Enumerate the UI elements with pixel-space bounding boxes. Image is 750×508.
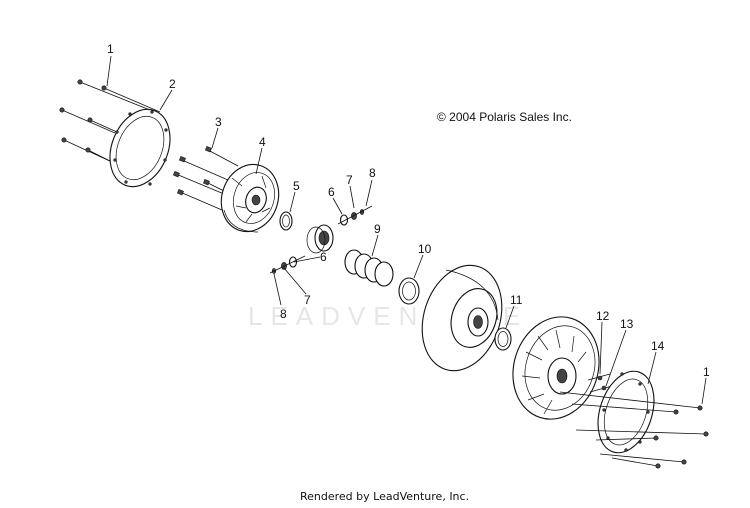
sheave-housing-part-4 [220, 163, 280, 233]
oring-part-5 [279, 211, 293, 231]
callout-1-top: 1 [107, 42, 114, 56]
screws-part-12-13 [587, 373, 613, 393]
fixed-sheave-disc [421, 264, 503, 372]
callout-2: 2 [169, 77, 176, 91]
callout-14: 14 [651, 339, 665, 353]
callout-11: 11 [510, 293, 523, 307]
spring-part-9 [344, 249, 394, 287]
oring-part-11 [494, 327, 512, 351]
callout-8-lower: 8 [280, 307, 287, 321]
washers-lower [269, 255, 306, 274]
callout-8-upper: 8 [369, 166, 376, 180]
washers-upper [337, 205, 373, 226]
moveable-sheave-housing [512, 316, 600, 420]
callout-10: 10 [418, 242, 432, 256]
callout-5: 5 [293, 179, 300, 193]
callout-3: 3 [215, 115, 222, 129]
callout-7-upper: 7 [346, 173, 353, 187]
callout-leaders [106, 55, 707, 405]
bearing [306, 224, 334, 254]
bolts-part-3 [173, 146, 239, 211]
callout-9: 9 [374, 222, 381, 236]
callout-13: 13 [620, 317, 634, 331]
copyright-text: © 2004 Polaris Sales Inc. [437, 110, 572, 124]
screws-part-1-left [59, 79, 161, 165]
callout-6-upper: 6 [328, 185, 335, 199]
callout-6-lower: 6 [320, 250, 327, 264]
callout-12: 12 [596, 309, 610, 323]
screws-part-1-right [559, 391, 709, 469]
footer-credit: Rendered by LeadVenture, Inc. [300, 490, 469, 503]
callout-7-lower: 7 [304, 293, 311, 307]
callout-1-right: 1 [703, 365, 710, 379]
cover-ring-part-2 [109, 108, 171, 188]
spacer-ring-part-10 [398, 277, 420, 305]
cover-ring-part-14 [597, 370, 655, 454]
callout-4: 4 [259, 135, 266, 149]
